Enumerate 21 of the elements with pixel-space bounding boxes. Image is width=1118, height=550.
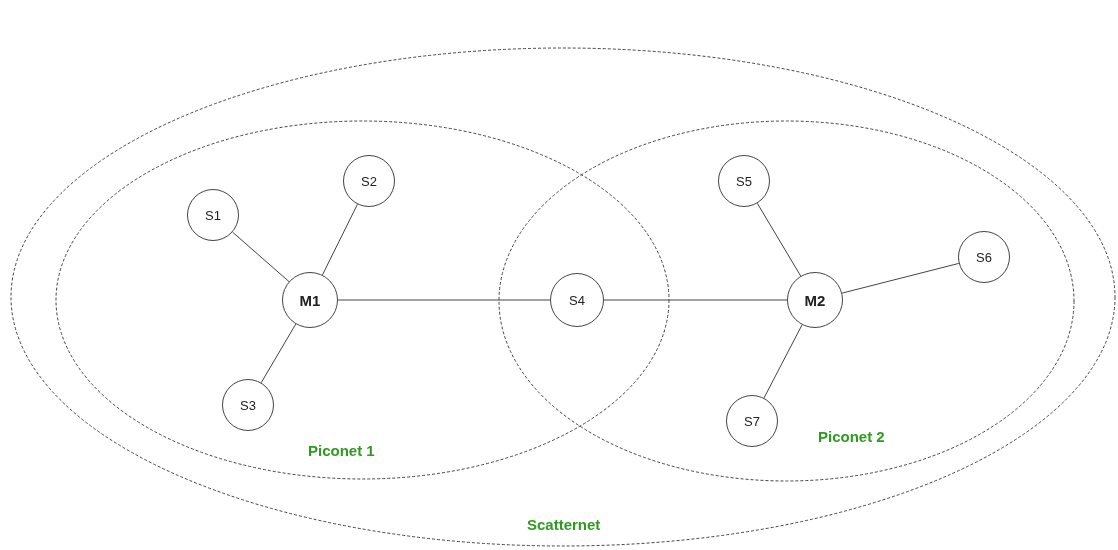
group-label: Piconet 1: [308, 442, 375, 459]
node-circle: S7: [726, 395, 778, 447]
group-label: Piconet 2: [818, 428, 885, 445]
dashed-ellipse-boundary: [10, 47, 1116, 547]
connection-line: [337, 299, 551, 301]
connection-line: [232, 231, 290, 283]
connection-line: [321, 203, 358, 276]
node-circle: M2: [787, 272, 843, 328]
node-circle: S4: [550, 273, 604, 327]
node-circle: S2: [343, 155, 395, 207]
node-circle: M1: [282, 272, 338, 328]
node-circle: S1: [187, 189, 239, 241]
connection-line: [763, 324, 803, 399]
group-label: Scatternet: [527, 516, 601, 533]
node-circle: S3: [222, 379, 274, 431]
connection-line: [756, 202, 802, 277]
node-circle: S6: [958, 231, 1010, 283]
node-circle: S5: [718, 155, 770, 207]
connection-line: [841, 262, 960, 294]
connection-line: [260, 323, 297, 384]
connection-line: [603, 299, 788, 301]
